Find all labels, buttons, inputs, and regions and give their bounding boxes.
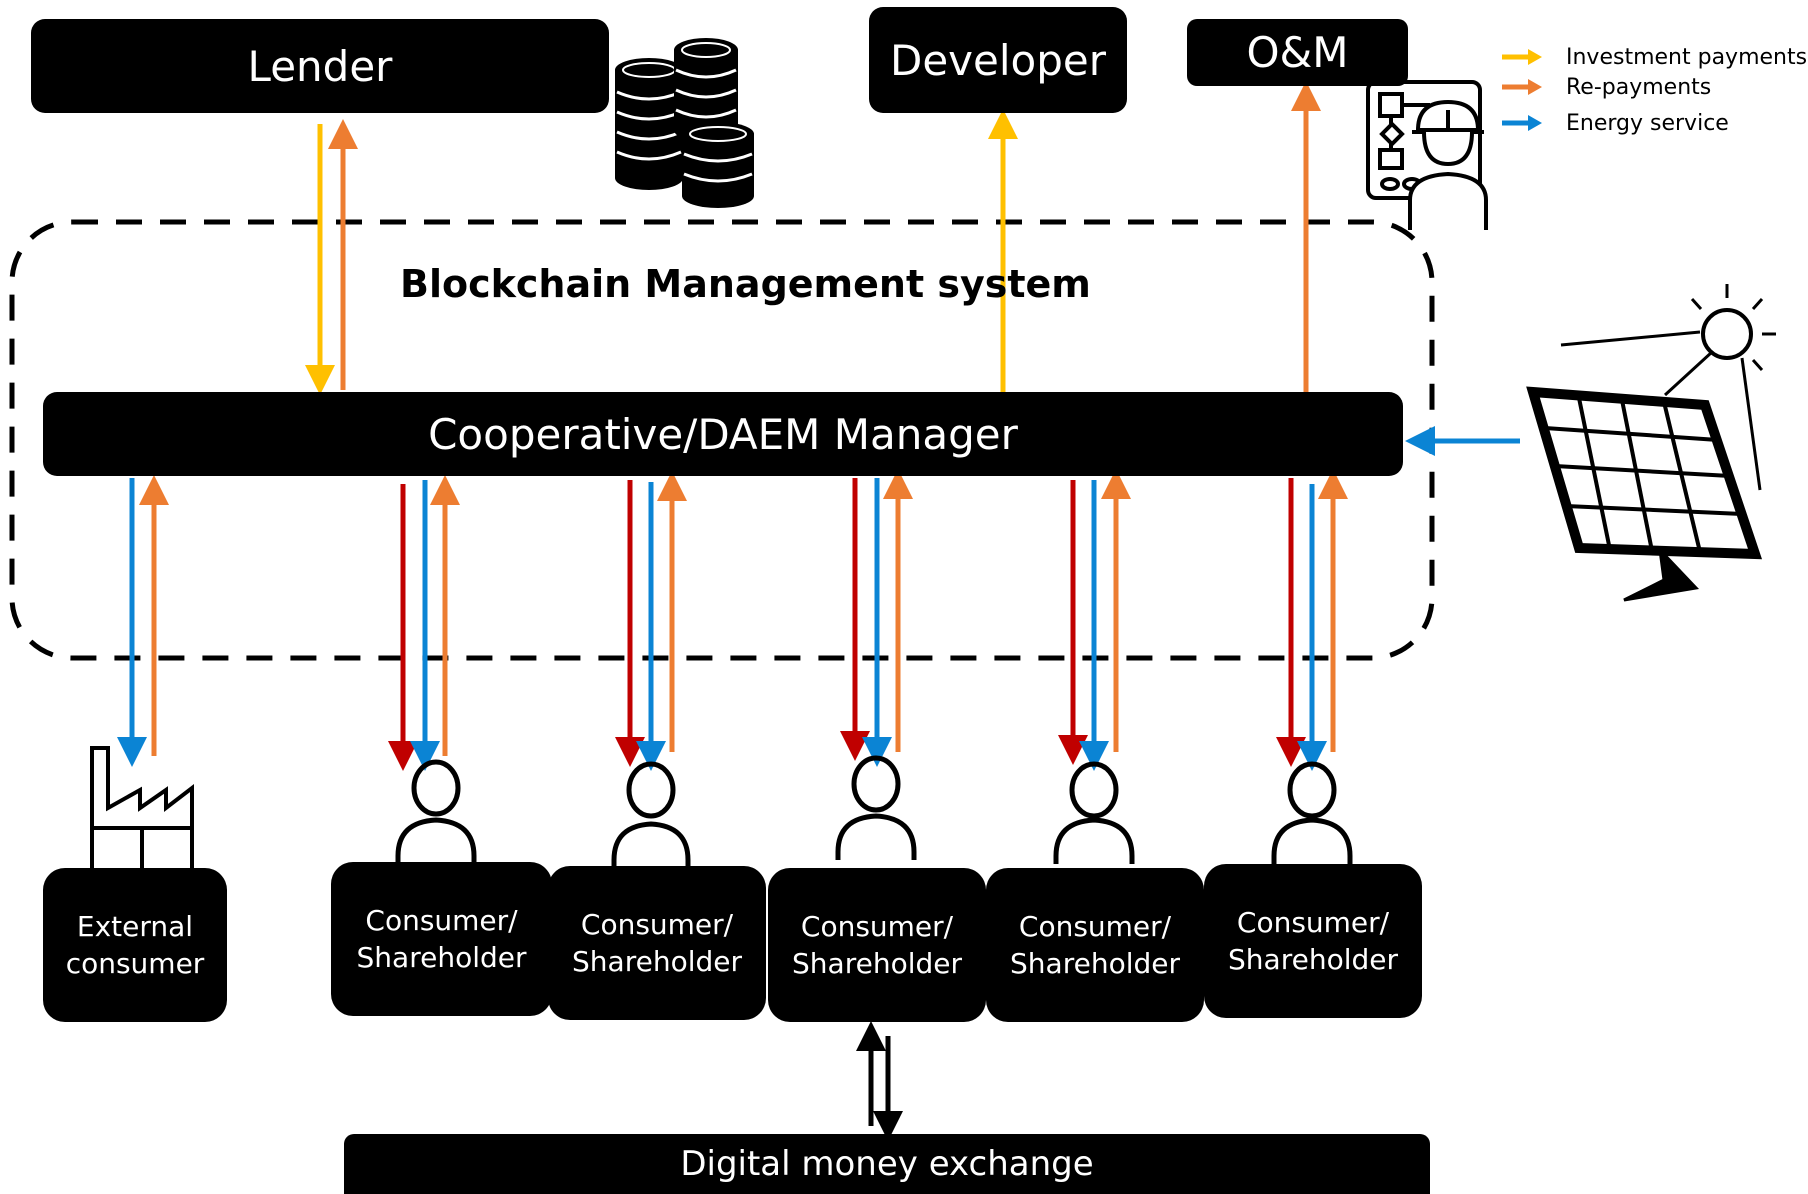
- factory-icon: [90, 746, 194, 868]
- shareholder-box-5: Consumer/ Shareholder: [1204, 864, 1422, 1018]
- legend-arrow-icon-repayment: [1502, 79, 1542, 95]
- om-box: O&M: [1187, 19, 1408, 86]
- shareholder-label-1: Consumer/ Shareholder: [356, 904, 527, 974]
- external-consumer-box: External consumer: [43, 868, 227, 1022]
- system-title: Blockchain Management system: [400, 262, 1091, 306]
- person-icon-1: [395, 759, 477, 864]
- om-label: O&M: [1246, 28, 1349, 77]
- shareholder-4-arrows: [1058, 469, 1131, 771]
- shareholder-label-4: Consumer/ Shareholder: [1010, 910, 1180, 980]
- solar-panel-icon: [1526, 284, 1776, 602]
- external-consumer-label: External consumer: [65, 910, 205, 980]
- exchange-label: Digital money exchange: [680, 1144, 1094, 1184]
- manager-label: Cooperative/DAEM Manager: [428, 409, 1018, 459]
- shareholder-1-arrows: [388, 475, 460, 771]
- manager-box: Cooperative/DAEM Manager: [43, 392, 1403, 476]
- shareholder-label-5: Consumer/ Shareholder: [1228, 906, 1398, 976]
- person-icon-4: [1053, 761, 1135, 864]
- legend-label-energy: Energy service: [1566, 110, 1729, 136]
- legend-arrow-icon-energy: [1502, 115, 1542, 131]
- legend-label-repayment: Re-payments: [1566, 74, 1712, 100]
- legend-item-energy: Energy service: [1500, 108, 1729, 138]
- shareholder-box-2: Consumer/ Shareholder: [548, 866, 766, 1020]
- person-icon-2: [611, 761, 691, 868]
- legend-item-investment: Investment payments: [1500, 42, 1807, 72]
- developer-label: Developer: [889, 35, 1106, 85]
- shareholder-box-3: Consumer/ Shareholder: [768, 868, 986, 1022]
- shareholder-5-arrows: [1276, 469, 1348, 771]
- legend-arrow-icon-investment: [1502, 49, 1542, 65]
- person-icon-3: [835, 755, 917, 860]
- engineer-icon: [1366, 80, 1488, 230]
- shareholder-box-1: Consumer/ Shareholder: [331, 862, 552, 1016]
- lender-label: Lender: [247, 41, 393, 91]
- shareholder-2-arrows: [615, 471, 687, 771]
- shareholder-3-arrows: [840, 469, 913, 767]
- coin-stack-icon: [615, 38, 754, 208]
- legend-label-investment: Investment payments: [1566, 44, 1808, 70]
- lender-box: Lender: [31, 19, 609, 113]
- legend-item-repayment: Re-payments: [1500, 72, 1711, 102]
- person-icon-5: [1271, 761, 1353, 864]
- developer-box: Developer: [869, 7, 1127, 113]
- shareholder-box-4: Consumer/ Shareholder: [986, 868, 1204, 1022]
- shareholder-label-2: Consumer/ Shareholder: [572, 908, 742, 978]
- exchange-box: Digital money exchange: [344, 1134, 1430, 1194]
- shareholder-label-3: Consumer/ Shareholder: [792, 910, 962, 980]
